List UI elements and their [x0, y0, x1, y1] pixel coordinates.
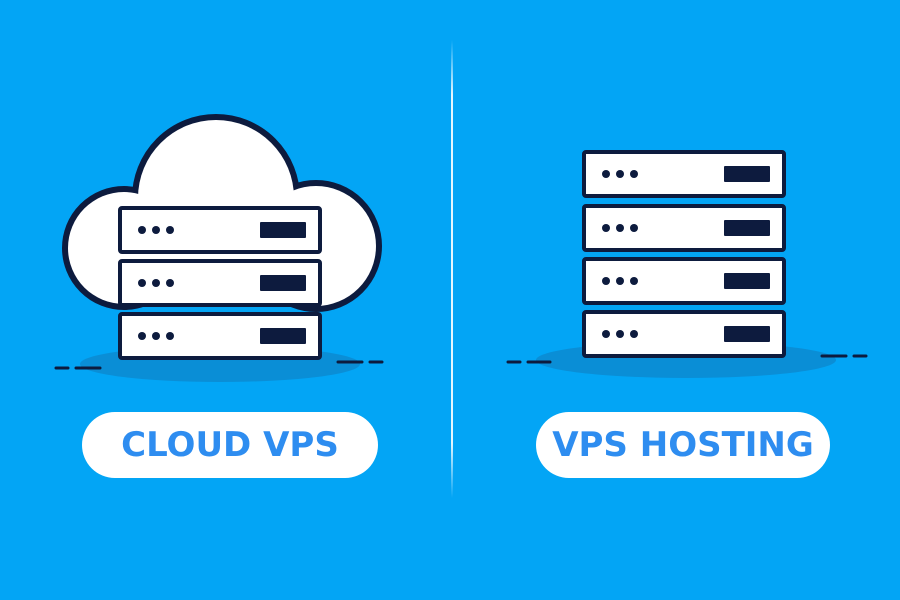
center-divider: [451, 40, 453, 498]
vps-hosting-label-pill: VPS HOSTING: [536, 412, 830, 478]
rack-server-unit-4: [582, 310, 786, 358]
cloud-server-unit-3: [118, 312, 322, 360]
server-rack-icon: [506, 150, 868, 378]
vps-hosting-label: VPS HOSTING: [552, 425, 814, 465]
cloud-server-unit-2: [118, 259, 322, 307]
cloud-server-unit-1: [118, 206, 322, 254]
cloud-vps-label-pill: CLOUD VPS: [82, 412, 378, 478]
rack-server-unit-3: [582, 257, 786, 305]
cloud-vps-label: CLOUD VPS: [121, 425, 339, 465]
cloud-server-icon: [54, 114, 384, 382]
rack-server-unit-2: [582, 204, 786, 252]
rack-server-unit-1: [582, 150, 786, 198]
